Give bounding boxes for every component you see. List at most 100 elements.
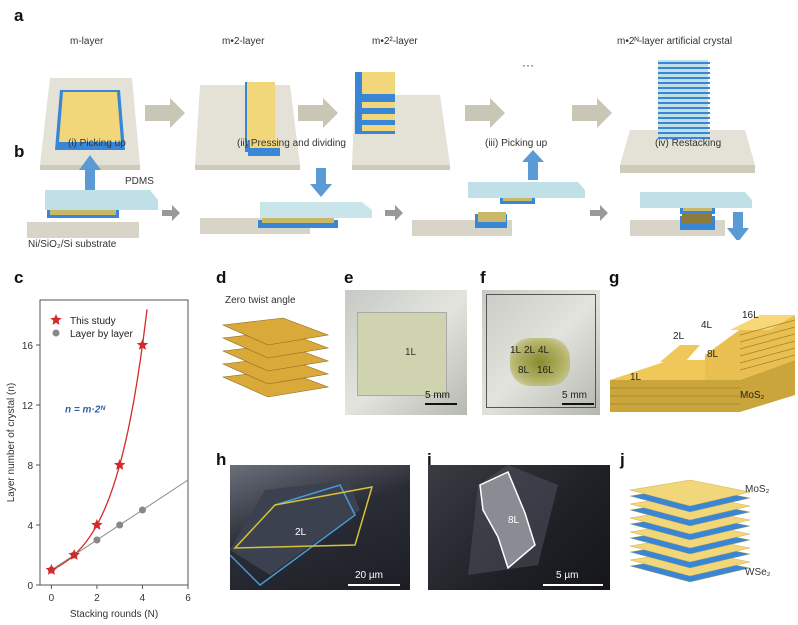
pdms-label: PDMS xyxy=(125,176,154,187)
y-tick-label: 12 xyxy=(22,401,34,412)
y-tick-label: 16 xyxy=(22,341,34,352)
panel-f-label: f xyxy=(480,268,486,287)
layer-2l: 2L xyxy=(673,331,685,342)
step-label-m4-layer: m•2²-layer xyxy=(372,36,418,47)
pdms-stamp xyxy=(45,190,158,210)
substrate-label: Ni/SiO₂/Si substrate xyxy=(28,239,117,250)
scale-bar-label: 5 µm xyxy=(556,570,579,581)
data-point-this-study xyxy=(45,564,58,575)
panel-b-label: b xyxy=(14,142,25,161)
y-tick-label: 8 xyxy=(27,461,33,472)
step-label-artificial-crystal: m•2ᴺ-layer artificial crystal xyxy=(617,36,733,47)
panel-i-label: i xyxy=(427,450,432,469)
y-tick-label: 0 xyxy=(27,581,33,592)
panel-a-illustration xyxy=(40,60,755,173)
legend-marker-layer-by-layer xyxy=(52,329,60,337)
m4-layer-illustration xyxy=(352,72,450,170)
heterostructure-stack-illustration xyxy=(629,479,751,583)
zero-twist-title: Zero twist angle xyxy=(225,295,296,306)
plot-frame xyxy=(39,299,189,586)
mos2-layer xyxy=(629,479,751,507)
layer-4l: 4L xyxy=(701,320,713,331)
data-point-layer-by-layer xyxy=(138,506,146,514)
y-axis-label: Layer number of crystal (n) xyxy=(6,383,17,503)
sample-film xyxy=(357,312,447,396)
step-label-m2-layer: m•2-layer xyxy=(222,36,265,47)
data-point-this-study xyxy=(68,549,80,560)
substrate xyxy=(27,222,139,238)
x-tick-label: 0 xyxy=(49,593,55,604)
ellipsis: ··· xyxy=(522,58,534,72)
panel-d-label: d xyxy=(216,268,227,287)
data-point-this-study xyxy=(136,339,149,350)
step-pressing-dividing: (ii) Pressing and dividing xyxy=(237,138,346,149)
photo-1l-sample: 1L 5 mm xyxy=(345,290,467,415)
equation-annotation: n = m·2ᴺ xyxy=(65,405,106,416)
layer-label: 1L xyxy=(405,347,417,358)
layer-label: 8L xyxy=(508,515,520,526)
crystal-layers xyxy=(658,62,710,139)
scale-bar-label: 20 µm xyxy=(355,570,383,581)
layer-4l: 4L xyxy=(538,345,550,356)
twisted-stack-illustration xyxy=(221,317,330,398)
legend-marker-this-study xyxy=(50,314,62,325)
substrate-outline xyxy=(486,294,596,408)
panel-c-label: c xyxy=(14,268,24,287)
panel-g-label: g xyxy=(609,268,620,287)
outline xyxy=(230,480,374,586)
m-layer-illustration xyxy=(40,78,140,170)
step-label-m-layer: m-layer xyxy=(70,36,104,47)
layer-1l: 1L xyxy=(510,345,522,356)
outline xyxy=(468,465,558,575)
layer-16l: 16L xyxy=(537,365,554,376)
x-tick-label: 6 xyxy=(185,593,191,604)
arrows-a xyxy=(145,98,612,128)
micrograph-8l: 8L 5 µm xyxy=(428,465,610,590)
layer-8l: 8L xyxy=(518,365,530,376)
panel-h-label: h xyxy=(216,450,227,469)
layer-8l: 8L xyxy=(707,349,719,360)
step-picking-up-1: (i) Picking up xyxy=(68,138,126,149)
fit-curve-this-study xyxy=(51,309,148,571)
x-tick-label: 4 xyxy=(140,593,146,604)
step-restacking: (iv) Restacking xyxy=(655,138,722,149)
x-axis-label: Stacking rounds (N) xyxy=(70,609,158,620)
y-tick-label: 4 xyxy=(27,521,33,532)
data-point-this-study xyxy=(91,519,103,530)
x-tick-label: 2 xyxy=(94,593,100,604)
terraced-stack-illustration xyxy=(610,315,796,412)
scale-bar xyxy=(543,584,603,586)
photo-stacked-sample: 1L 2L 4L 8L 16L 5 mm xyxy=(482,290,600,415)
layer-2l: 2L xyxy=(524,345,536,356)
scale-bar xyxy=(562,403,594,405)
sample-film xyxy=(510,338,570,386)
arrow-up-icon xyxy=(79,155,101,190)
panel-j-label: j xyxy=(620,450,625,469)
arrow-down-icon xyxy=(310,168,332,197)
step-picking-up-2: (iii) Picking up xyxy=(485,138,548,149)
panel-b-illustration xyxy=(27,150,752,240)
data-point-layer-by-layer xyxy=(93,536,101,544)
scale-bar xyxy=(425,403,457,405)
legend-label-this-study: This study xyxy=(70,316,116,327)
arrow-right-icon xyxy=(162,205,180,221)
mos2-label: MoS₂ xyxy=(745,484,770,495)
arrow-down-icon-2 xyxy=(727,212,749,240)
panel-a-label: a xyxy=(14,6,24,25)
artificial-crystal-illustration xyxy=(620,60,755,173)
legend-label-layer-by-layer: Layer by layer xyxy=(70,329,133,340)
layer-label: 2L xyxy=(295,527,307,538)
layer-16l: 16L xyxy=(742,310,759,321)
scale-bar xyxy=(348,584,400,586)
data-point-layer-by-layer xyxy=(116,521,124,529)
m2-layer-illustration xyxy=(195,82,300,170)
layer-1l: 1L xyxy=(630,372,642,383)
scale-bar-label: 5 mm xyxy=(425,390,450,401)
panel-e-label: e xyxy=(344,268,354,287)
scale-bar-label: 5 mm xyxy=(562,390,587,401)
material-label: MoS₂ xyxy=(740,390,765,401)
wse2-label: WSe₂ xyxy=(745,567,771,578)
data-point-this-study xyxy=(114,459,126,470)
